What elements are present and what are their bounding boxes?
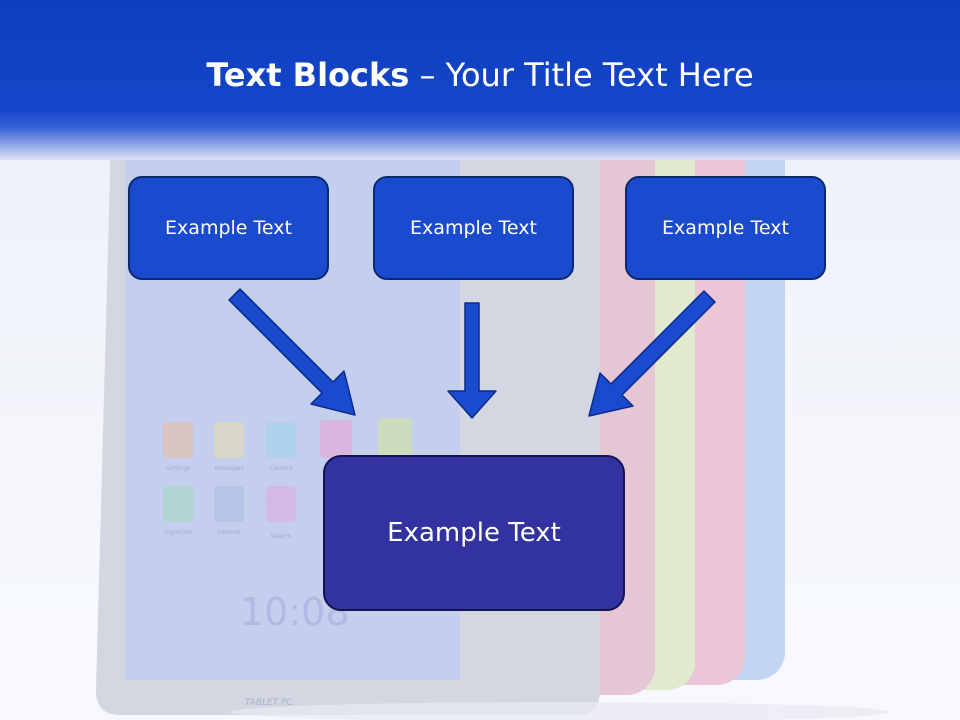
text-block-left[interactable]: Example Text [128, 176, 329, 280]
text-block-label: Example Text [165, 217, 292, 239]
tablet-app-label: Settings [166, 465, 191, 472]
tablet-app-label: Camera [269, 465, 293, 472]
title-banner [0, 0, 960, 160]
text-block-label: Example Text [662, 217, 789, 239]
text-block-center[interactable]: Example Text [373, 176, 574, 280]
tablet-app-label: Internet [217, 529, 241, 536]
slide-title-bold: Text Blocks [206, 56, 410, 94]
text-block-main-label: Example Text [387, 518, 561, 548]
tablet-shadow [230, 702, 890, 720]
tablet-app-label: Search [271, 533, 292, 540]
slide-title-dash: – [409, 56, 446, 94]
slide-title: Text Blocks – Your Title Text Here [0, 56, 960, 94]
text-block-label: Example Text [410, 217, 537, 239]
arrow-down [447, 302, 497, 419]
arrow-left-down-right [228, 288, 356, 416]
tablet-app-icons [163, 418, 412, 522]
tablet-app-label: Organizer [163, 529, 193, 536]
text-block-right[interactable]: Example Text [625, 176, 826, 280]
slide-title-rest: Your Title Text Here [445, 56, 754, 94]
tablet-brand: TABLET PC [245, 698, 293, 708]
text-block-main[interactable]: Example Text [323, 455, 625, 611]
arrow-left-down-left [588, 290, 716, 417]
tablet-app-label: Messages [214, 465, 243, 472]
